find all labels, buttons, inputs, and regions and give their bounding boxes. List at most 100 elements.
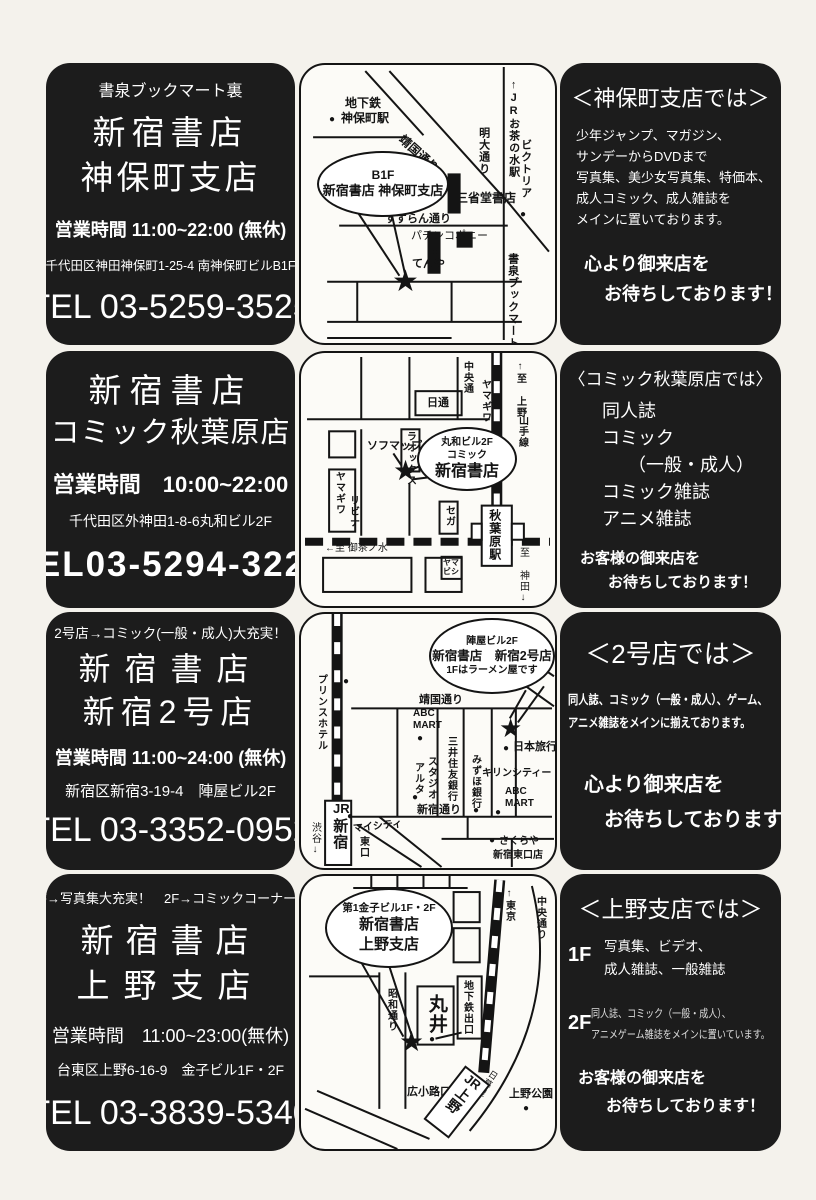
jimbocho-branch-name: 神保町支店 [80,158,261,196]
ueno-store-name: 新宿書店 [80,922,261,959]
shinjuku2-map-panel: プリンスホテル ● 靖国通り 陣屋ビル2F 新宿書店 新宿2号店 1Fはラーメン… [299,612,557,870]
nihon-ryoko-label: 日本旅行 [513,741,557,753]
shinjuku2-info-panel: 2号店→コミック(一般・成人)大充実！ 新宿書店 新宿2号店 営業時間 11:0… [46,612,295,870]
victoria-dot: ● [520,209,527,220]
desc-line: メインに置いております。 [576,212,730,228]
mitsui-sumitomo-label: 三井住友銀行 [445,736,457,802]
item: （一般・成人） [628,455,754,475]
studio-label: スタジオ [425,756,437,800]
akihabara-closing-2: お待ちしております！ [608,574,758,591]
tenya-label: てんや [412,258,445,270]
shinjuku2-address: 新宿区新宿3-19-4 陣屋ビル2F [65,783,276,801]
floor1-line: 成人雑誌、一般雑誌 [604,961,726,977]
shop-location-star: ★ [392,265,419,298]
floor1-row: 1F 写真集、ビデオ、 成人雑誌、一般雑誌 [568,936,781,982]
jimbocho-map-roads [313,67,550,340]
akihabara-shop-balloon: 丸和ビル2F コミック 新宿書店 [417,427,517,491]
laox-label: ラオックス [404,431,416,486]
akihabara-closing-1: お客様の御来店を [580,550,701,567]
hirokoji-exit-label: 広小路口 [407,1086,451,1098]
balloon-shop-name: 新宿書店 [358,916,419,934]
showa-street-label: 昭和通り [385,988,397,1032]
kirin-city-label: キリンシティー [482,768,552,779]
to-tokyo-label: ↑東京 [503,888,515,922]
jimbocho-phone: TEL 03-5259-3525 [46,288,295,327]
abc-mart-east-label: ABC MART [505,786,534,809]
pachinko-pony-label: パチンコポニー [411,230,488,242]
shinjuku2-branch-name: 新宿2号店 [82,694,259,731]
ueno-address: 台東区上野6-16-9 金子ビル1F・2F [56,1062,285,1079]
desc-line: 同人誌、コミック（一般・成人）、ゲーム、 [568,693,768,707]
ueno-branch-name: 上野支店 [76,966,265,1004]
jr-ochanomizu-label: ↑JRお茶の水駅 [507,79,520,178]
shinjuku2-closing-1: 心より御来店を [584,774,724,796]
sakuraya-branch-label: 新宿東口店 [493,850,543,861]
ueno-info-panel: 1F→写真集大充実！ 2F→コミックコーナー！ 新宿書店 上野支店 営業時間 1… [46,874,295,1151]
alta-dot: ● [412,792,419,803]
balloon-note: 1Fはラーメン屋です [446,665,538,677]
balloon-comic: コミック [447,449,487,461]
nittsu-label: 日通 [427,397,449,409]
balloon-shop-name: 新宿書店 神保町支店 [322,183,444,199]
east-exit-label: 東口 [357,836,369,858]
akihabara-item-list: 同人誌 コミック （一般・成人） コミック雑誌 アニメ雑誌 [602,398,781,533]
mizuho-dot: ● [473,805,480,816]
marui-label: 丸井 [425,994,447,1034]
shinjuku2-shop-balloon: 陣屋ビル2F 新宿書店 新宿2号店 1Fはラーメン屋です [429,618,555,694]
floor2-line: 同人誌、コミック（一般・成人）、 [591,1007,732,1020]
akihabara-map-panel: 中央通 ヤマギワ ↑至 上野 山手線 日通 ソフマップ ラオックス 丸和ビル2F… [299,351,557,608]
sakuraya-dot: ● [489,835,496,846]
balloon-shop-name: 新宿書店 [434,462,499,480]
desc-line: 成人コミック、成人雑誌を [576,191,731,207]
mart-line: MART [413,719,442,731]
ueno-shop-balloon: 第1金子ビル1F・2F 新宿書店 上野支店 [325,888,453,968]
shibuya-direction-label: 渋谷↓ [309,822,321,856]
ueno-tagline: 1F→写真集大充実！ 2F→コミックコーナー！ [46,891,295,906]
to-ueno-label: ↑至 上野 [514,361,526,418]
victoria-label: ビクトリア [519,139,532,199]
meidai-street-label: 明大通り [477,127,490,175]
akihabara-info-panel: 新宿書店 コミック秋葉原店 営業時間 10:00~22:00 千代田区外神田1-… [46,351,295,608]
floor2-row: 2F 同人誌、コミック（一般・成人）、 アニメゲーム雑誌をメインに置いています。 [568,1004,781,1046]
ueno-park-dot: ● [523,1103,530,1114]
shinjuku2-map-roads [324,614,555,868]
prince-hotel-label: プリンスホテル [315,674,327,751]
jimbocho-desc-heading: ＜神保町支店では＞ [571,86,770,111]
shinjuku2-store-name: 新宿書店 [78,651,263,687]
ueno-closing-2: お待ちしております！ [606,1097,766,1115]
ueno-desc-heading: ＜上野支店では＞ [578,896,763,922]
jimbocho-store-name: 新宿書店 [92,114,249,151]
item: コミック雑誌 [602,482,710,502]
jimbocho-info-panel: 書泉ブックマート裏 新宿書店 神保町支店 営業時間 11:00~22:00 (無… [46,63,295,345]
balloon-building: 陣屋ビル2F [466,635,518,647]
shinjuku2-tagline: 2号店→コミック(一般・成人)大充実！ [54,626,287,641]
akihabara-station-label: 秋葉原駅 [487,509,502,561]
shop-location-star: ★ [399,1026,425,1057]
shosen-bookmart-label: 書泉ブックマート [506,253,519,345]
shinjuku2-hours: 営業時間 11:00~24:00 (無休) [54,748,287,769]
prince-hotel-dot: ● [343,676,350,687]
floor1-line: 写真集、ビデオ、 [604,939,712,954]
yasukuni-street-label: 靖国通り [419,694,463,706]
yamabishi-label: ヤマビシ [443,558,459,577]
nihon-ryoko-dot: ● [503,743,510,754]
jimbocho-desc-body: 少年ジャンプ、マガジン、 サンデーからDVDまで 写真集、美少女写真集、特価本、… [576,125,781,230]
jimbocho-closing-2: お待ちしております！ [604,284,781,305]
balloon-building: 第1金子ビル1F・2F [342,901,436,914]
alta-label: アルタ [412,762,424,795]
akihabara-phone: TEL03-5294-3222 [46,544,295,584]
abc-mart-east-dot: ● [495,807,502,818]
balloon-shop-name: 新宿書店 新宿2号店 [432,648,552,663]
ueno-closing-1: お客様の御来店を [578,1069,707,1087]
item: コミック [602,428,674,448]
desc-line: 少年ジャンプ、マガジン、 [576,128,730,143]
mizuho-label: みずほ銀行 [469,754,481,809]
item: 同人誌 [602,401,656,421]
subway-exit-dot: ● [429,1034,436,1045]
sakuraya-label: さくらや [499,836,539,847]
shinjuku2-desc-panel: ＜2号店では＞ 同人誌、コミック（一般・成人）、ゲーム、 アニメ雑誌をメインに揃… [560,612,781,870]
livina-label: リビナ [347,495,359,528]
shinjuku-station-label: 新宿 [331,818,349,850]
jimbocho-tagline: 書泉ブックマート裏 [98,83,243,100]
